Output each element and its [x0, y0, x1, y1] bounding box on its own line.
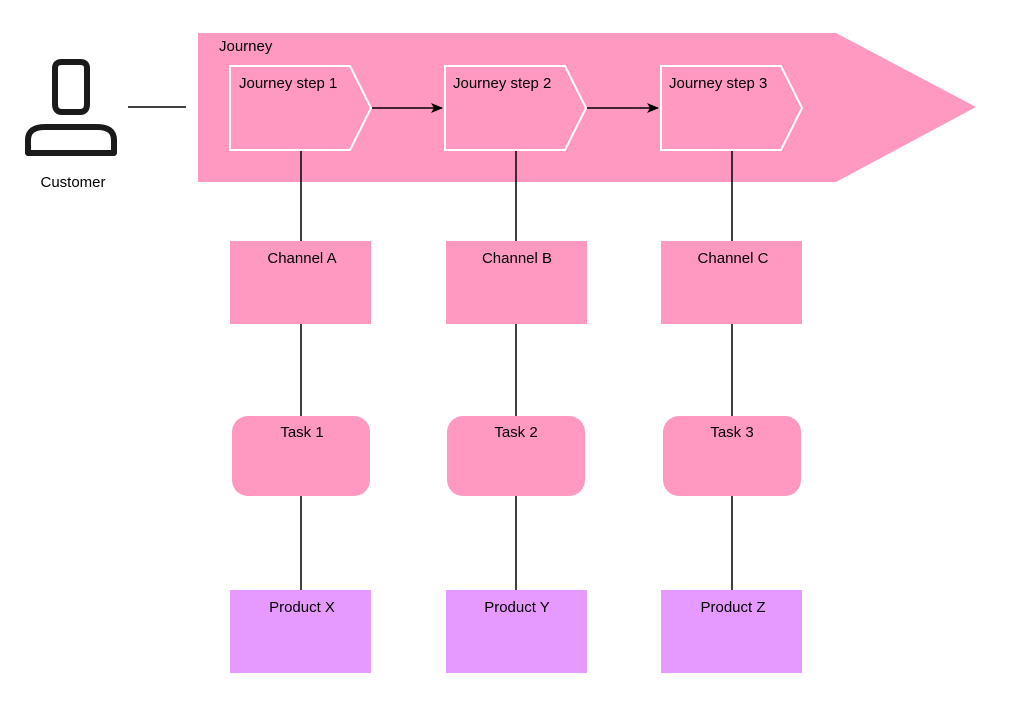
customer-label: Customer	[40, 174, 105, 191]
task-label: Task 3	[710, 424, 753, 441]
product-box: Product Z	[661, 590, 802, 673]
task-label: Task 1	[280, 424, 323, 441]
journey-step-label: Journey step 2	[453, 75, 551, 92]
channel-box: Channel C	[661, 241, 802, 324]
task-box: Task 1	[232, 416, 370, 496]
journey-step-shape	[444, 65, 588, 151]
product-box: Product Y	[446, 590, 587, 673]
task-box: Task 2	[447, 416, 585, 496]
product-label: Product Z	[700, 599, 765, 616]
customer-actor: Customer	[25, 59, 117, 191]
channel-label: Channel B	[482, 250, 552, 267]
person-icon	[25, 59, 117, 156]
journey-step-label: Journey step 3	[669, 75, 767, 92]
journey-label: Journey	[219, 38, 273, 55]
product-box: Product X	[230, 590, 371, 673]
journey-step-3: Journey step 3	[660, 65, 804, 151]
journey-step-label: Journey step 1	[239, 75, 337, 92]
product-label: Product Y	[484, 599, 550, 616]
journey-step-shape	[229, 65, 373, 151]
task-label: Task 2	[494, 424, 537, 441]
channel-box: Channel B	[446, 241, 587, 324]
product-label: Product X	[269, 599, 335, 616]
connectors	[300, 150, 733, 590]
channel-box: Channel A	[230, 241, 371, 324]
channel-label: Channel A	[267, 250, 336, 267]
journey-step-1: Journey step 1	[229, 65, 373, 151]
journey-step-2: Journey step 2	[444, 65, 588, 151]
channel-label: Channel C	[698, 250, 769, 267]
task-box: Task 3	[663, 416, 801, 496]
journey-step-shape	[660, 65, 804, 151]
